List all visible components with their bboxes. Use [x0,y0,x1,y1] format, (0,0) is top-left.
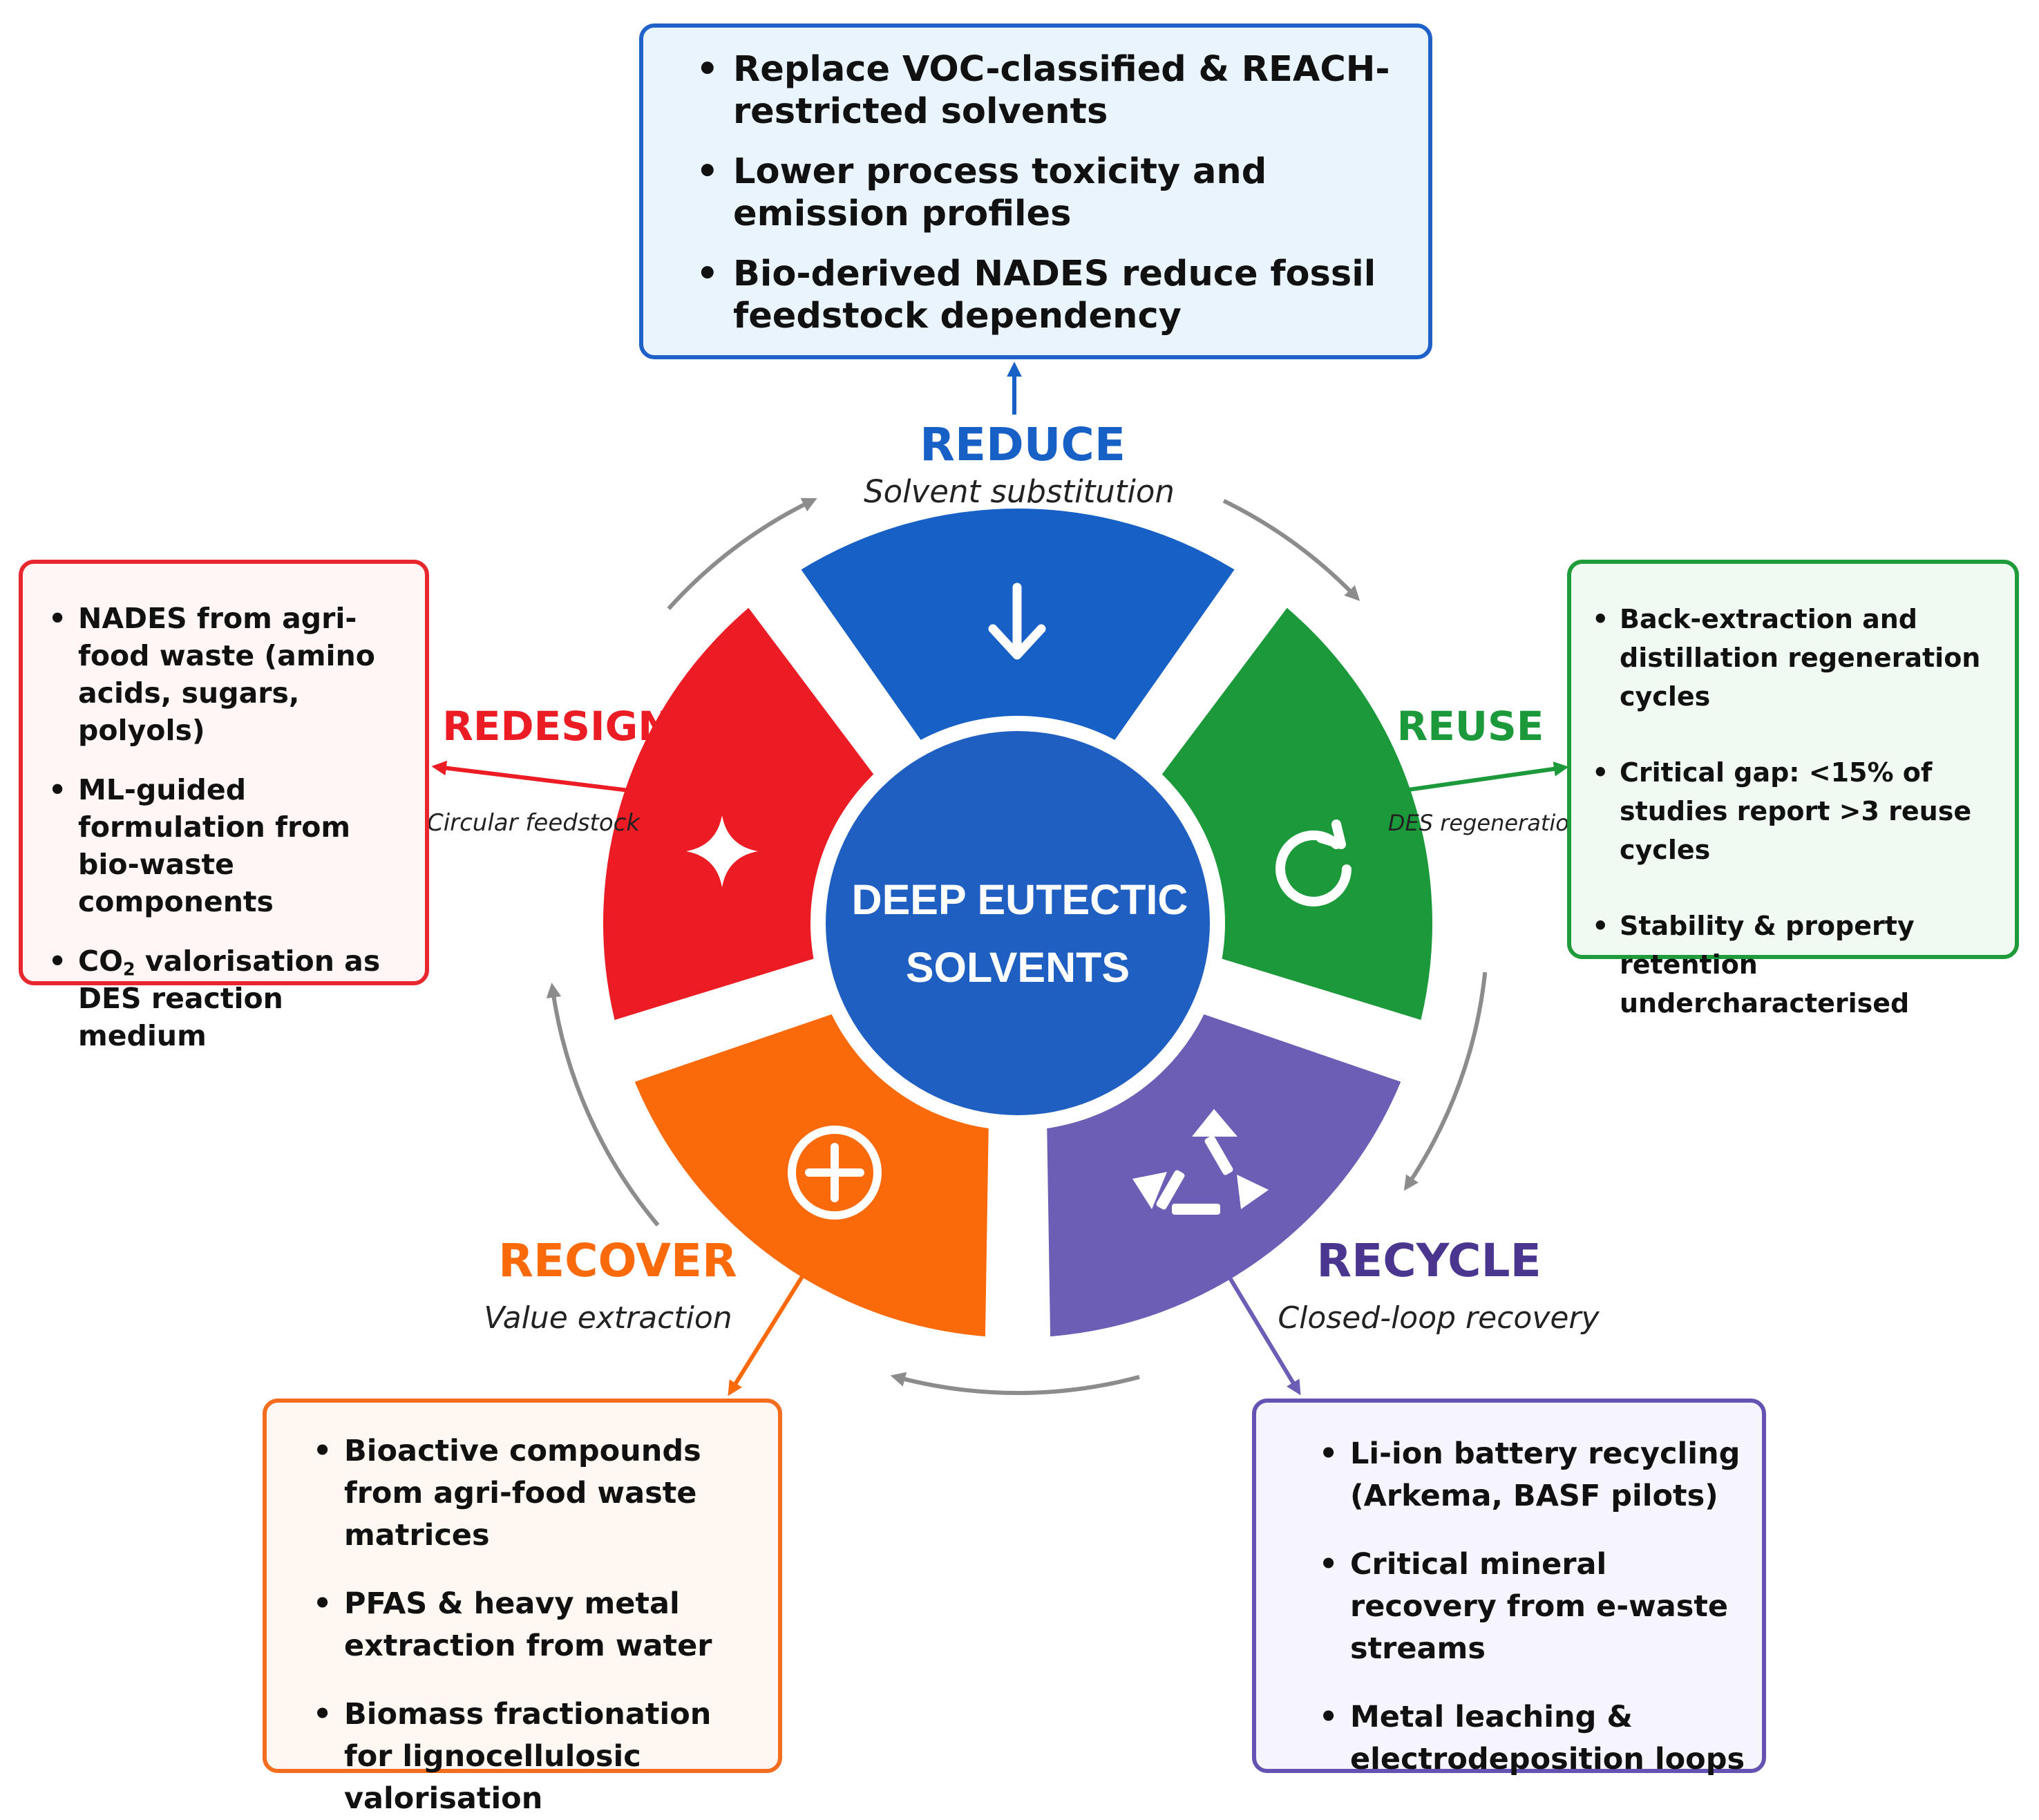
reduce-subtitle: Solvent substitution [864,473,1175,510]
reuse-bullet: Back-extraction and distillation regener… [1592,600,2005,716]
segment-redesign [603,607,874,1021]
reduce-title: REDUCE [920,418,1126,471]
recover-bullet: Bioactive compounds from agri-food waste… [313,1430,764,1557]
co2-bullet-text: valorisation as DES reaction medium [78,945,381,1052]
recycle-icon [1132,1109,1269,1215]
reuse-box: Back-extraction and distillation regener… [1567,560,2019,1018]
redesign-box: NADES from agri-food waste (amino acids,… [19,560,429,1052]
recycle-box: Li-ion battery recycling (Arkema, BASF p… [1252,1399,1766,1776]
connector-arrow-recycle [1221,1265,1301,1396]
redesign-bullet: CO2 valorisation as DES reaction medium [48,942,411,1054]
recover-bullet: Biomass fractionation for lignocellulosi… [313,1694,764,1820]
reduce-bullet: Replace VOC-classified & REACH-restricte… [696,48,1401,133]
recycle-bullet: Metal leaching & electrodeposition loops [1319,1696,1748,1781]
reuse-bullet: Stability & property retention underchar… [1592,907,2005,1023]
segment-recycle [1047,1014,1401,1337]
reduce-bullet: Bio-derived NADES reduce fossil feedstoc… [696,253,1401,337]
co2-label: CO [78,945,123,978]
reuse-title: REUSE [1397,703,1544,750]
cycle-arrow-reduce-to-reuse [1222,499,1360,601]
connector-arrow-redesign [431,760,647,795]
recover-box: Bioactive compounds from agri-food waste… [263,1399,782,1816]
reuse-bullet: Critical gap: <15% of studies report >3 … [1592,753,2005,869]
cycle-arrow-reuse-to-recycle [1403,971,1488,1191]
sparkle-icon [686,815,758,887]
segment-reuse [1161,607,1432,1021]
redesign-bullet: NADES from agri-food waste (amino acids,… [48,600,411,749]
reduce-bullet: Lower process toxicity and emission prof… [696,151,1401,235]
co2-subscript: 2 [122,958,135,980]
recover-bullet: PFAS & heavy metal extraction from water [313,1583,764,1667]
recover-title: RECOVER [498,1234,737,1287]
redesign-bullet: ML-guided formulation from bio-waste com… [48,771,411,920]
reuse-subtitle: DES regeneration [1388,810,1583,836]
recycle-bullet: Li-ion battery recycling (Arkema, BASF p… [1319,1433,1748,1517]
arrow-down-icon [988,582,1046,660]
center-label-line2: SOLVENTS [906,944,1130,991]
cycle-arrow-recycle-to-recover [890,1372,1140,1395]
connector-arrow-reuse [1388,761,1569,795]
center-disc [826,731,1210,1115]
circled-plus-icon [788,1126,882,1220]
connector-arrow-recover [728,1265,810,1396]
recover-subtitle: Value extraction [484,1300,732,1336]
recycle-bullet: Critical mineral recovery from e-waste s… [1319,1544,1748,1670]
refresh-icon [1275,819,1352,907]
center-label-line1: DEEP EUTECTIC [852,876,1188,923]
redesign-title: REDESIGN [442,703,672,750]
cycle-arrow-recover-to-redesign [546,983,660,1227]
recycle-title: RECYCLE [1316,1234,1541,1287]
recycle-subtitle: Closed-loop recovery [1278,1300,1600,1336]
cycle-arrow-redesign-to-reduce [667,497,817,610]
reduce-box: Replace VOC-classified & REACH-restricte… [639,23,1432,359]
redesign-subtitle: Circular feedstock [427,809,641,837]
